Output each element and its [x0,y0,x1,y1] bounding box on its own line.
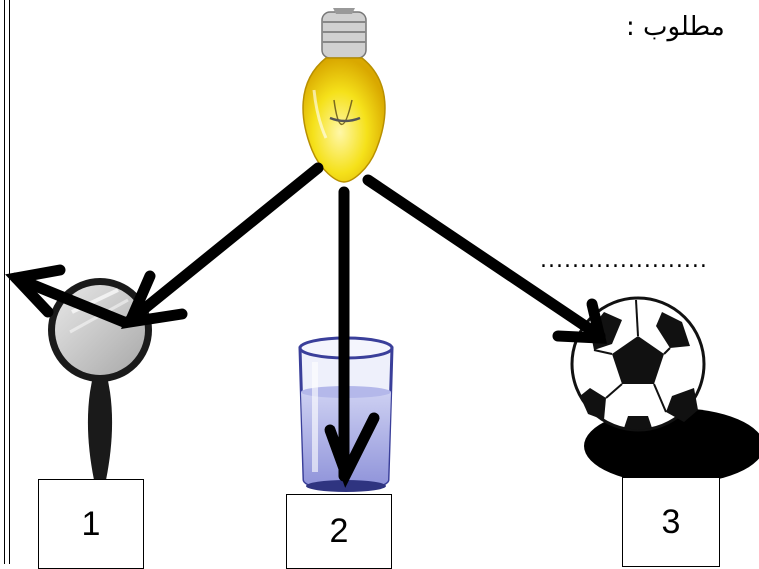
arrow-to-ball [362,174,608,344]
label-box-3: 3 [622,477,720,567]
header-text: مطلوب : [626,12,725,42]
answer-dotted-line: ..................... [540,248,708,273]
magnifying-glass-icon [48,278,152,480]
arrow-to-magnifier [120,162,324,329]
label-1-text: 1 [81,504,101,543]
label-box-2: 2 [286,494,392,569]
arrow-to-glass [324,186,380,488]
left-border-line-inner [9,0,10,564]
label-2-text: 2 [329,512,349,550]
left-border-line [4,0,5,564]
reflected-arrow [5,264,130,328]
label-3-text: 3 [661,502,681,541]
label-box-1: 1 [38,479,144,569]
light-bulb-icon [302,8,386,183]
